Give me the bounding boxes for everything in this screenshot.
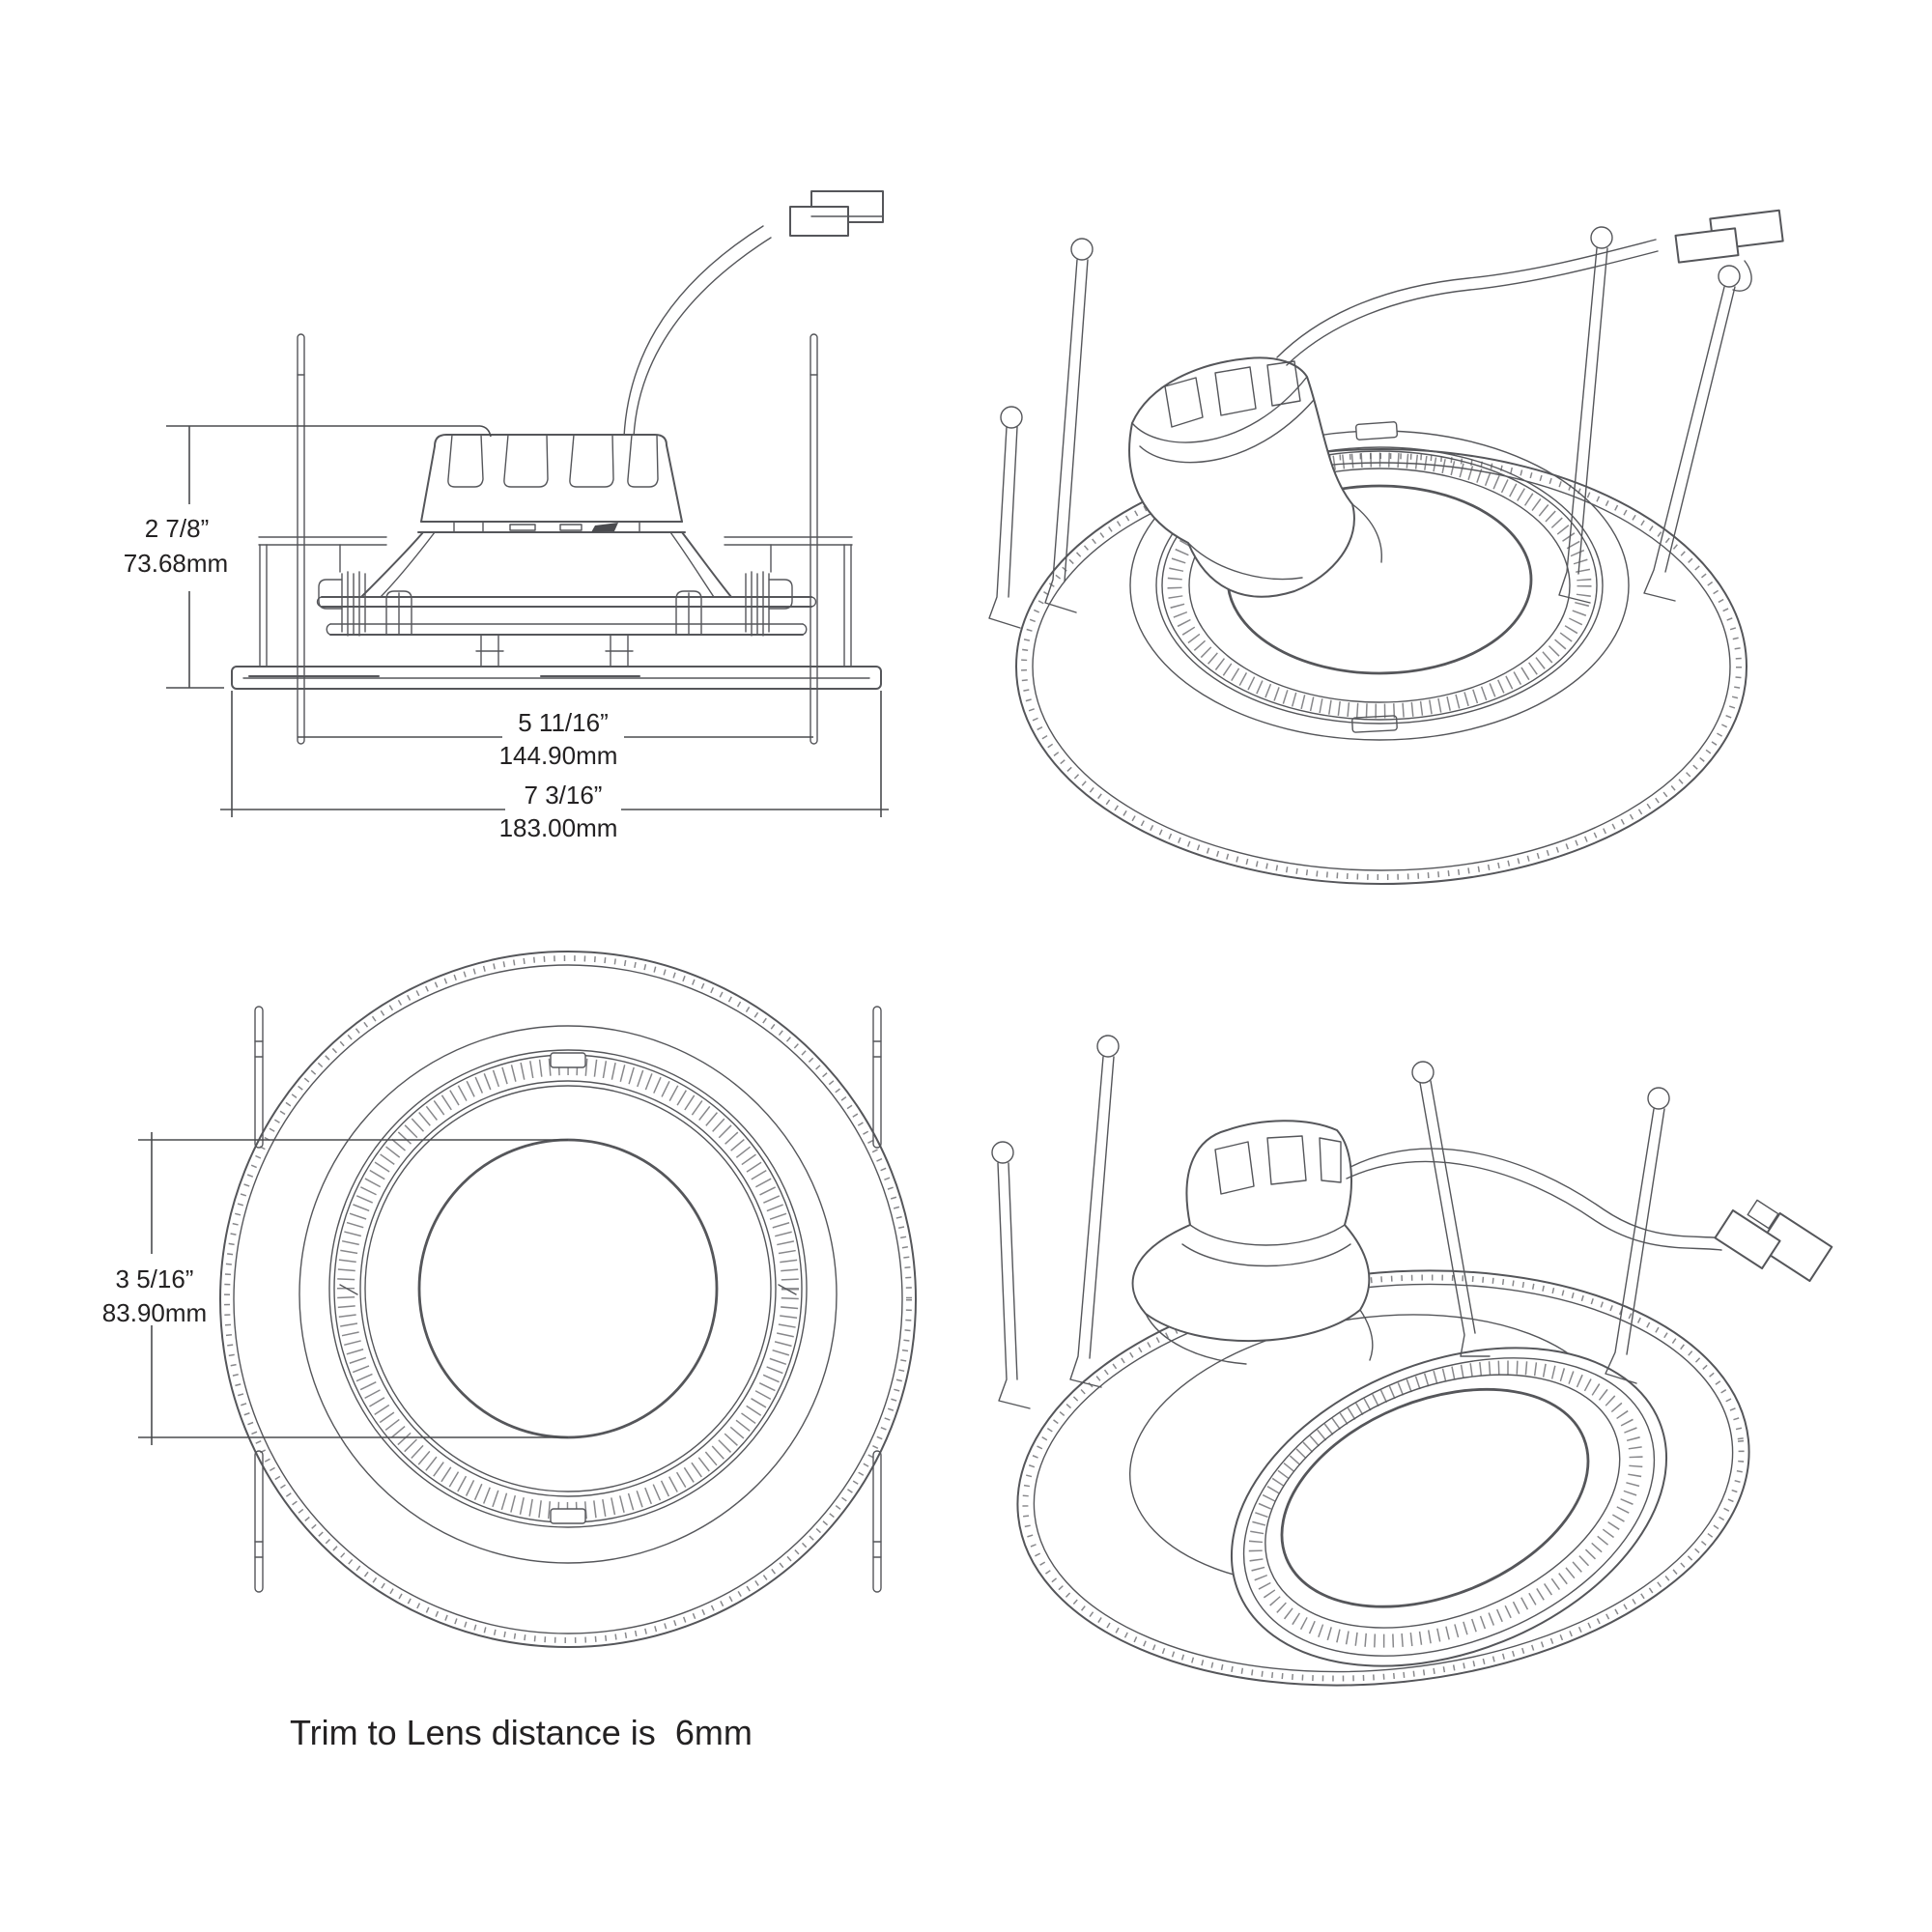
tilt-spring-arm-left-outer: [991, 1141, 1031, 1409]
side-elevation-view: 2 7/8” 73.68mm 5 11/16” 144.90mm 7 3/16”…: [124, 190, 889, 842]
front-trim-ring: [219, 951, 917, 1648]
front-recess-ring: [298, 1025, 838, 1564]
iso-spring-arm-left-tall: [1044, 238, 1094, 613]
trim-to-lens-note: Trim to Lens distance is 6mm: [290, 1713, 753, 1752]
tilt-heatsink-slots: [1214, 1135, 1342, 1195]
iso-heatsink: [1128, 356, 1382, 598]
heatsink-base-band: [417, 521, 686, 533]
lens-ring-rail: [316, 590, 817, 668]
iso-heatsink-slots: [1164, 360, 1301, 428]
front-gimbal-ring: [328, 1049, 808, 1528]
tilted-view: [991, 1035, 1833, 1687]
front-lens: [417, 1138, 719, 1439]
iso-wire-connector: [1674, 209, 1784, 292]
dimension-lens-opening: 3 5/16” 83.90mm: [102, 1132, 568, 1445]
heatsink: [420, 434, 683, 523]
dim-height-inches: 2 7/8”: [145, 514, 210, 543]
reflector-cone: [360, 531, 732, 598]
iso-spring-arm-left-outer: [988, 406, 1023, 629]
bracket-bar-right: [810, 333, 818, 745]
trim-flange: [231, 666, 882, 690]
torsion-clip-left: [258, 536, 387, 668]
tilt-spring-arm-right-outer: [1605, 1087, 1670, 1384]
tilt-wire-connector: [1714, 1199, 1833, 1283]
tilt-spring-arm-left-tall: [1069, 1035, 1120, 1388]
iso-lead-wire: [1276, 239, 1659, 366]
front-bracket-bars: [254, 1006, 882, 1593]
tilt-lead-wire: [1346, 1148, 1726, 1251]
iso-trim-ring: [1015, 448, 1747, 885]
torsion-clip-right: [724, 536, 853, 668]
dimension-height: 2 7/8” 73.68mm: [124, 425, 492, 689]
heatsink-fin-slots: [447, 434, 659, 488]
dim-trim-width-inches: 7 3/16”: [525, 781, 603, 810]
iso-spring-arm-right-inner: [1558, 226, 1613, 604]
tilt-gimbal-ring: [1230, 1347, 1668, 1667]
dim-lens-inches: 3 5/16”: [116, 1264, 194, 1293]
dim-trim-width-mm: 183.00mm: [499, 813, 618, 842]
dim-lens-mm: 83.90mm: [102, 1298, 207, 1327]
iso-spring-arm-right-outer: [1643, 265, 1741, 602]
bracket-bar-left: [297, 333, 305, 745]
dimension-trim-width: 7 3/16” 183.00mm: [220, 691, 889, 842]
tilt-spring-arm-right-inner: [1411, 1061, 1491, 1357]
dim-height-mm: 73.68mm: [124, 549, 228, 578]
dimension-body-width: 5 11/16” 144.90mm: [298, 708, 813, 770]
tilt-heatsink: [1131, 1120, 1374, 1365]
lead-wire: [623, 225, 772, 438]
dim-body-width-mm: 144.90mm: [499, 741, 618, 770]
dim-body-width-inches: 5 11/16”: [518, 708, 608, 737]
front-view: 3 5/16” 83.90mm: [102, 951, 917, 1648]
isometric-view: [988, 209, 1784, 885]
wire-connector: [789, 190, 884, 237]
